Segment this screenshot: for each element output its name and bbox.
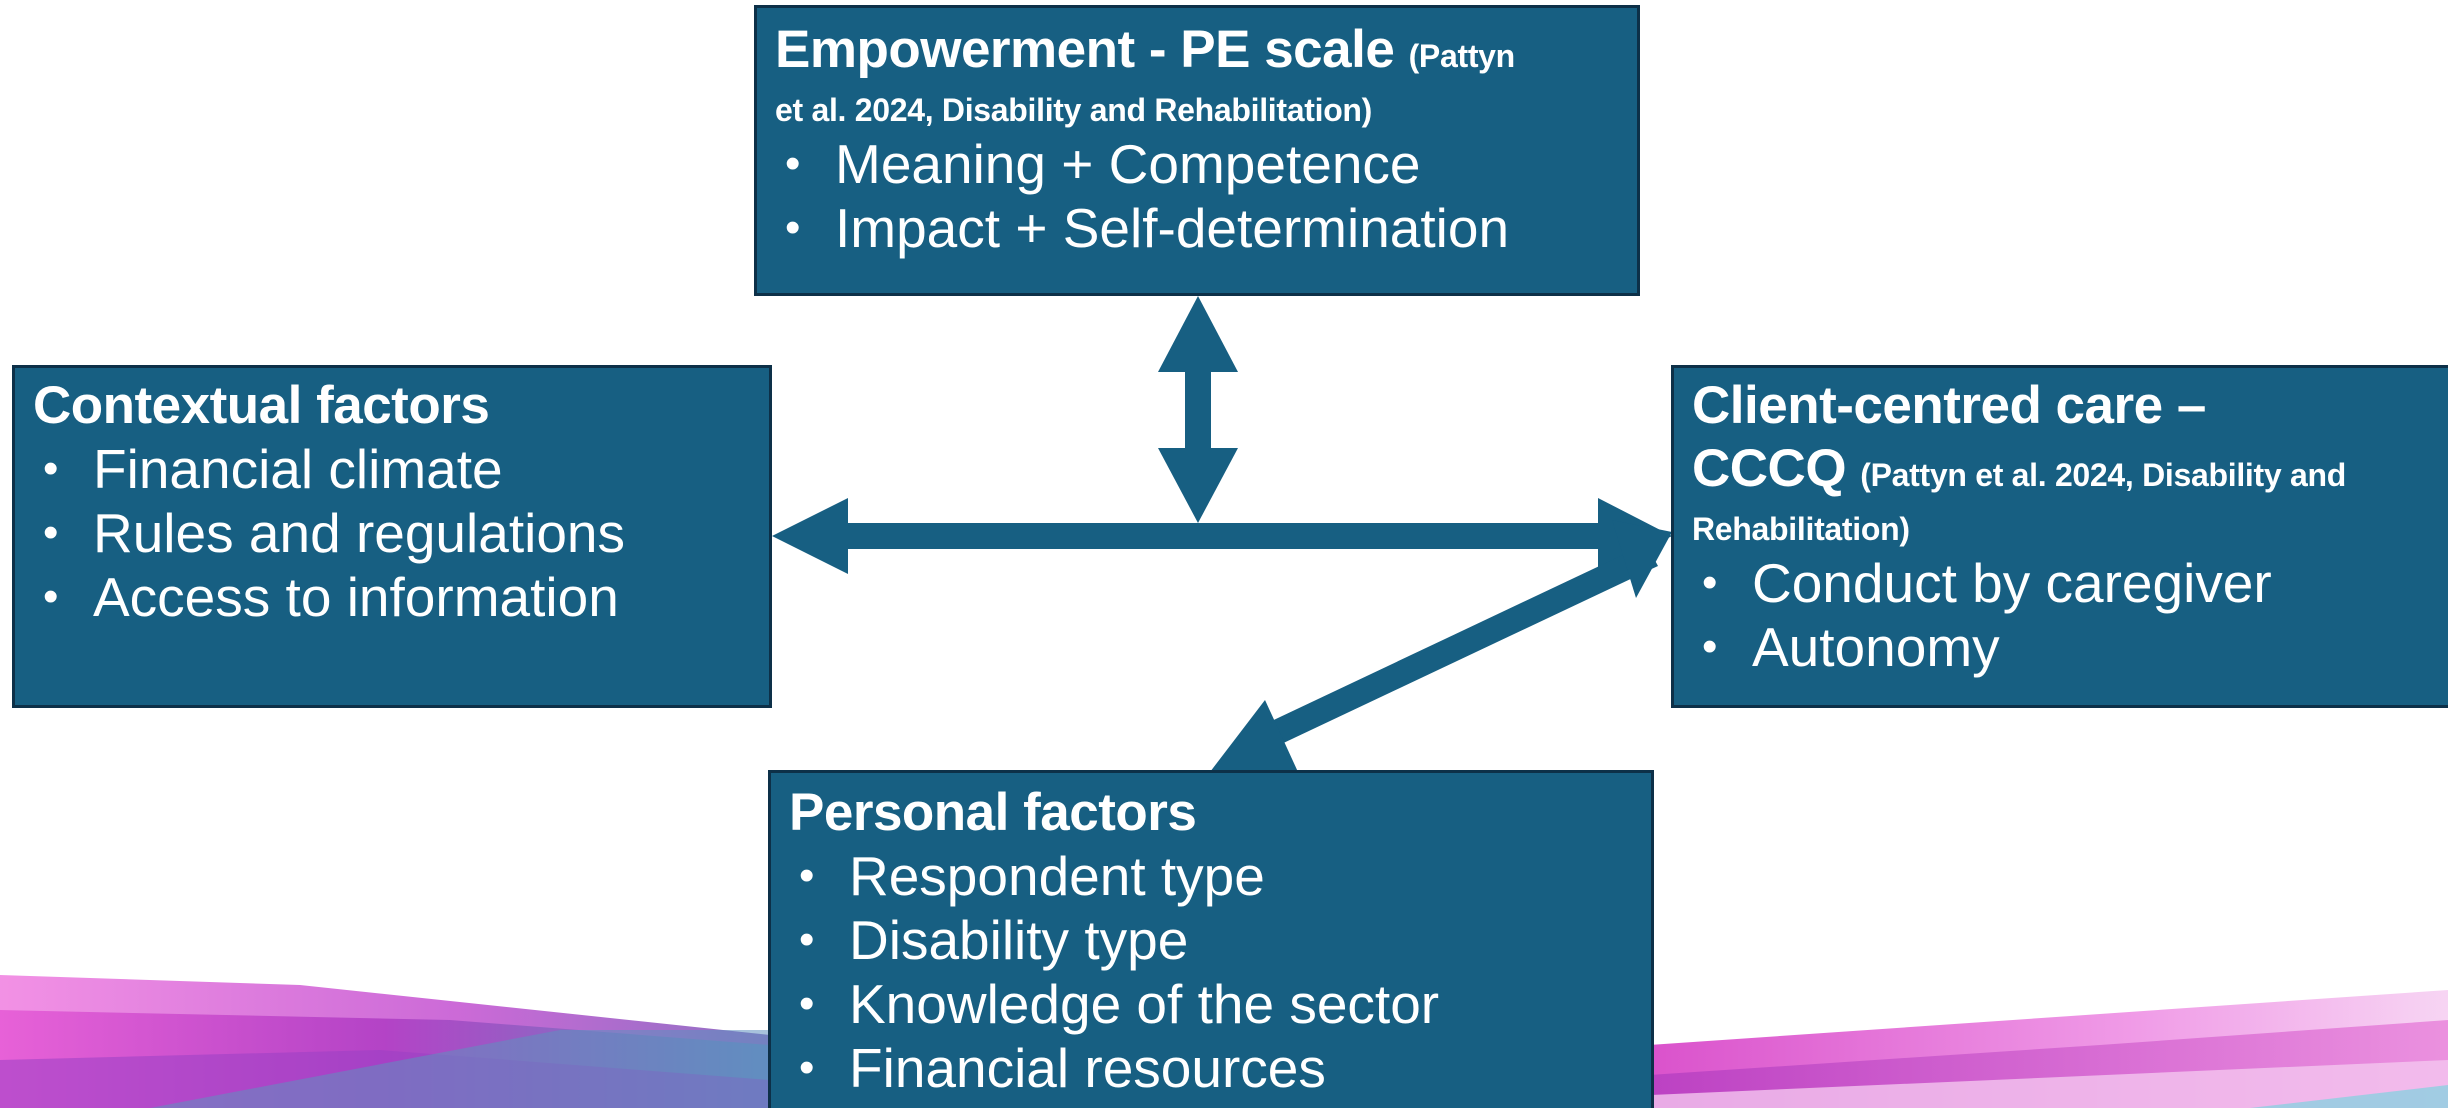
- vertical-arrow-shaft: [1185, 365, 1211, 455]
- client-citation-end: Rehabilitation): [1692, 511, 1910, 547]
- list-item: Financial resources: [789, 1036, 1633, 1100]
- client-centred-care-title: Client-centred care –: [1692, 376, 2206, 435]
- list-item: Access to information: [33, 565, 751, 629]
- empowerment-citation-end: et al. 2024, Disability and Rehabilitati…: [775, 92, 1373, 128]
- personal-factors-bullet-list: Respondent type Disability type Knowledg…: [789, 844, 1633, 1100]
- down-arrowhead: [1158, 448, 1238, 523]
- list-item: Impact + Self-determination: [775, 196, 1619, 260]
- diagonal-arrow-shaft: [1263, 544, 1658, 747]
- client-citation-start: (Pattyn et al. 2024, Disability and: [1860, 457, 2346, 493]
- contextual-factors-title: Contextual factors: [33, 376, 490, 435]
- client-centred-care-box: Client-centred care – CCCQ (Pattyn et al…: [1671, 365, 2448, 708]
- client-centred-care-subtitle: CCCQ (Pattyn et al. 2024, Disability and: [1692, 437, 2440, 507]
- horizontal-arrow-shaft: [840, 523, 1610, 549]
- list-item: Autonomy: [1692, 615, 2440, 679]
- empowerment-title-text: Empowerment - PE scale: [775, 20, 1409, 79]
- ribbon-left-4: [150, 1030, 770, 1108]
- left-arrowhead: [772, 498, 848, 574]
- contextual-factors-bullet-list: Financial climate Rules and regulations …: [33, 437, 751, 629]
- contextual-factors-box: Contextual factors Financial climate Rul…: [12, 365, 772, 708]
- diagonal-arrowhead-top: [1612, 520, 1672, 598]
- list-item: Financial climate: [33, 437, 751, 501]
- list-item: Meaning + Competence: [775, 132, 1619, 196]
- ribbon-right-4: [2250, 1085, 2448, 1108]
- empowerment-title: Empowerment - PE scale (Pattyn: [775, 18, 1619, 88]
- up-arrowhead: [1158, 296, 1238, 372]
- ribbon-right-3: [1650, 1060, 2448, 1108]
- list-item: Respondent type: [789, 844, 1633, 908]
- personal-factors-box: Personal factors Respondent type Disabil…: [768, 770, 1654, 1108]
- empowerment-citation-start: (Pattyn: [1408, 38, 1516, 74]
- list-item: Disability type: [789, 908, 1633, 972]
- list-item: Rules and regulations: [33, 501, 751, 565]
- empowerment-bullet-list: Meaning + Competence Impact + Self-deter…: [775, 132, 1619, 260]
- cccq-label: CCCQ: [1692, 439, 1861, 498]
- list-item: Conduct by caregiver: [1692, 551, 2440, 615]
- personal-factors-title: Personal factors: [789, 783, 1197, 842]
- client-centred-care-bullet-list: Conduct by caregiver Autonomy: [1692, 551, 2440, 679]
- diagonal-arrowhead-bottom: [1210, 700, 1298, 772]
- empowerment-box: Empowerment - PE scale (Pattyn et al. 20…: [754, 5, 1640, 296]
- list-item: Knowledge of the sector: [789, 972, 1633, 1036]
